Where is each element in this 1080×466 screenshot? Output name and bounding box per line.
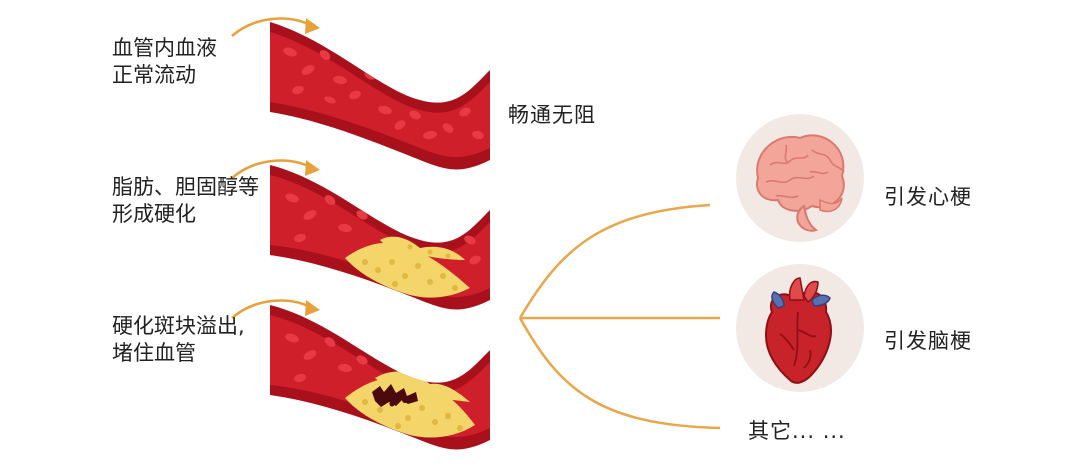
outcome-label-heart-attack: 引发心梗	[884, 185, 972, 209]
flow-result-label: 畅通无阻	[508, 103, 596, 127]
stage-label-line: 脂肪、胆固醇等	[112, 175, 259, 199]
stage-label-line: 堵住血管	[112, 341, 196, 365]
branch-line-top	[518, 203, 711, 319]
stage-label-normal: 血管内血液 正常流动	[112, 35, 217, 89]
outcome-label-stroke: 引发脑梗	[884, 329, 972, 353]
stage-label-line: 正常流动	[112, 63, 196, 87]
flow-arrow-icon	[231, 17, 313, 37]
plaque-deposit-upper	[380, 236, 465, 260]
stage-label-line: 形成硬化	[112, 202, 196, 226]
stage-label-plaque: 脂肪、胆固醇等 形成硬化	[112, 174, 259, 228]
stage-label-line: 硬化斑块溢出,	[112, 314, 245, 338]
stage-label-blocked: 硬化斑块溢出, 堵住血管	[112, 313, 245, 367]
branch-line-bottom	[518, 317, 721, 430]
vessel-normal	[270, 22, 490, 170]
stage-label-line: 血管内血液	[112, 36, 217, 60]
heart-icon	[736, 264, 864, 392]
vessel-plaque	[270, 165, 490, 310]
blood-clot	[372, 384, 418, 407]
flow-arrow-icon	[231, 159, 313, 179]
plaque-deposit	[345, 242, 470, 298]
branch-lines	[518, 203, 721, 430]
vessel-blocked	[270, 305, 490, 450]
flow-arrow-icon	[231, 299, 313, 319]
flow-arrows	[231, 17, 313, 319]
outcome-label-other: 其它... ...	[748, 419, 846, 443]
brain-icon	[736, 114, 864, 242]
